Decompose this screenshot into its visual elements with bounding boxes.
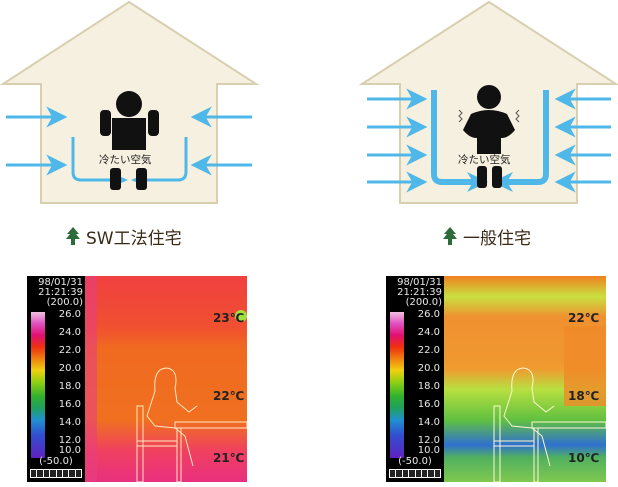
svg-text:23℃: 23℃ xyxy=(213,311,244,325)
color-scale-bar xyxy=(390,312,404,458)
cold-draft-arrows xyxy=(71,137,188,182)
tree-icon xyxy=(66,227,80,245)
general-house-title: 一般住宅 xyxy=(443,224,531,249)
seated-person-outline xyxy=(136,367,247,482)
cold-air-arrows-outside xyxy=(367,88,611,193)
person-figure-icon xyxy=(100,91,159,190)
tree-icon xyxy=(443,227,457,245)
svg-text:10℃: 10℃ xyxy=(568,451,599,465)
svg-text:22℃: 22℃ xyxy=(568,311,599,325)
thermal-image: 22℃ 18℃ 10℃ xyxy=(444,276,606,482)
cold-air-label: 冷たい空気 xyxy=(458,154,511,166)
svg-text:22℃: 22℃ xyxy=(213,389,244,403)
general-house-diagram xyxy=(358,0,618,204)
cold-draft-arrows xyxy=(431,90,549,185)
svg-text:18℃: 18℃ xyxy=(568,389,599,403)
seated-person-outline xyxy=(493,367,606,482)
svg-text:21℃: 21℃ xyxy=(213,451,244,465)
shiver-lines xyxy=(458,109,520,123)
sw-house-title: SW工法住宅 xyxy=(66,224,182,249)
status-indicator xyxy=(389,469,441,478)
cold-air-label: 冷たい空気 xyxy=(99,154,152,166)
status-indicator xyxy=(30,469,82,478)
thermal-image: 23℃ 22℃ 21℃ xyxy=(85,276,247,482)
shivering-person-icon xyxy=(463,85,515,188)
color-scale-bar xyxy=(31,312,45,458)
sw-house-diagram xyxy=(0,0,260,204)
cold-air-arrows-outside xyxy=(6,106,252,176)
